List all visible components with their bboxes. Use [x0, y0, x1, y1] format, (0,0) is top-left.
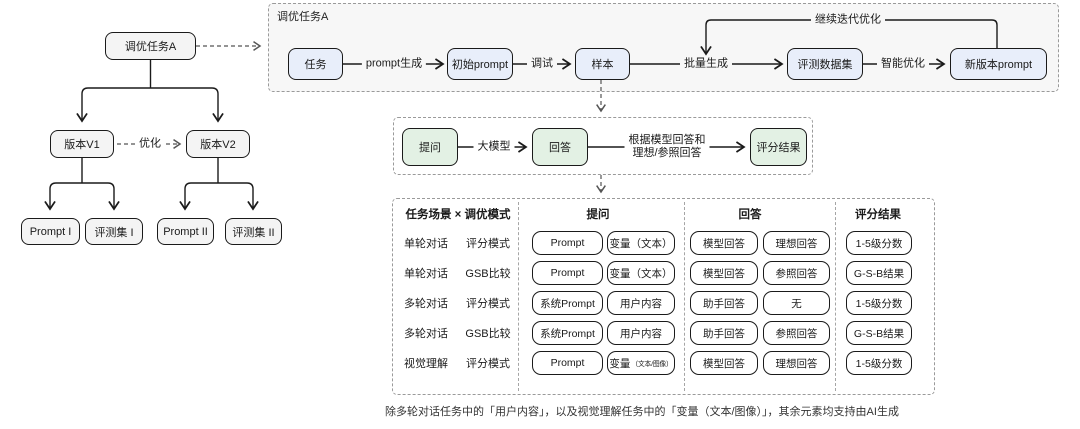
- cell-score-pill: 1-5级分数: [846, 291, 912, 315]
- cell-a1-pill: 模型回答: [690, 231, 758, 255]
- prompt-ii-leaf-node: Prompt II: [157, 218, 214, 245]
- version-v2-node: 版本V2: [186, 130, 250, 158]
- cell-q2-sub-text: （文本/图像）: [631, 361, 673, 368]
- row-mode-label: 评分模式: [466, 238, 510, 250]
- optimize-edge-label: 优化: [135, 137, 165, 151]
- row-scene-label: 多轮对话: [404, 328, 448, 340]
- top-flow-container: [268, 3, 1059, 92]
- edge-label-large-model: 大模型: [473, 140, 515, 154]
- cell-a2-pill: 参照回答: [763, 261, 830, 285]
- footnote-caption: 除多轮对话任务中的「用户内容」，以及视觉理解任务中的「变量（文本/图像）」，其余…: [385, 406, 899, 418]
- col-header-score: 评分结果: [853, 206, 903, 222]
- cell-q2-main-text: 变量: [609, 357, 631, 370]
- cell-score-pill: 1-5级分数: [846, 231, 912, 255]
- mid-node-answer: 回答: [532, 128, 588, 166]
- evalset-i-leaf-node: 评测集 I: [85, 218, 143, 245]
- row-mode-label: GSB比较: [465, 268, 511, 280]
- cell-q1-pill: 系统Prompt: [532, 291, 603, 315]
- edge-label-debug: 调试: [527, 57, 557, 71]
- flow-node-task: 任务: [288, 48, 343, 80]
- col-header-scene-mode: 任务场景 × 调优模式: [403, 206, 513, 222]
- cell-q1-pill: Prompt: [532, 351, 603, 375]
- table-divider-3: [835, 202, 836, 391]
- tree-connectors: [44, 60, 259, 211]
- cell-score-pill: G-S-B结果: [846, 321, 912, 345]
- loop-label-continue-iterating: 继续迭代优化: [811, 13, 885, 27]
- edge-label-prompt-generation: prompt生成: [361, 57, 427, 71]
- row-mode-label: 评分模式: [466, 298, 510, 310]
- row-mode-label: GSB比较: [465, 328, 511, 340]
- cell-a2-pill: 无: [763, 291, 830, 315]
- cell-a1-pill: 助手回答: [690, 321, 758, 345]
- cell-q1-pill: Prompt: [532, 261, 603, 285]
- version-v1-node: 版本V1: [50, 130, 114, 158]
- row-scene-label: 多轮对话: [404, 298, 448, 310]
- prompt-i-leaf-node: Prompt I: [21, 218, 80, 245]
- top-flow-title: 调优任务A: [277, 11, 329, 23]
- judge-criteria-line2: 理想/参照回答: [632, 147, 702, 159]
- flow-node-eval-dataset: 评测数据集: [787, 48, 863, 80]
- cell-a2-pill: 理想回答: [763, 231, 830, 255]
- cell-a1-pill: 模型回答: [690, 261, 758, 285]
- table-divider-2: [684, 202, 685, 391]
- evalset-ii-leaf-node: 评测集 II: [225, 218, 282, 245]
- flow-node-sample: 样本: [575, 48, 630, 80]
- row-scene-label: 单轮对话: [404, 268, 448, 280]
- row-scene-label: 单轮对话: [404, 238, 448, 250]
- cell-score-pill: G-S-B结果: [846, 261, 912, 285]
- mid-node-question: 提问: [402, 128, 458, 166]
- flow-node-new-prompt: 新版本prompt: [950, 48, 1047, 80]
- edge-label-judge-criteria: 根据模型回答和 理想/参照回答: [624, 134, 710, 160]
- cell-q2-pill: 用户内容: [607, 291, 675, 315]
- cell-a2-pill: 参照回答: [763, 321, 830, 345]
- cell-q2-pill: 用户内容: [607, 321, 675, 345]
- cell-a1-pill: 模型回答: [690, 351, 758, 375]
- table-divider-1: [518, 202, 519, 391]
- cell-q1-pill: Prompt: [532, 231, 603, 255]
- judge-criteria-line1: 根据模型回答和: [628, 134, 706, 146]
- edge-label-smart-optimize: 智能优化: [877, 57, 929, 71]
- cell-q1-pill: 系统Prompt: [532, 321, 603, 345]
- row-mode-label: 评分模式: [466, 358, 510, 370]
- cell-q2-pill: 变量（文本/图像）: [607, 351, 675, 375]
- cell-score-pill: 1-5级分数: [846, 351, 912, 375]
- flow-node-initial-prompt: 初始prompt: [447, 48, 513, 80]
- cell-a1-pill: 助手回答: [690, 291, 758, 315]
- cell-q2-pill: 变量（文本）: [607, 261, 675, 285]
- cell-q2-pill: 变量（文本）: [607, 231, 675, 255]
- row-scene-label: 视觉理解: [404, 358, 448, 370]
- mid-node-score-result: 评分结果: [750, 128, 807, 166]
- col-header-answer: 回答: [736, 206, 764, 222]
- edge-label-batch-generation: 批量生成: [680, 57, 732, 71]
- tree-root-node: 调优任务A: [105, 32, 196, 60]
- cell-a2-pill: 理想回答: [763, 351, 830, 375]
- col-header-question: 提问: [584, 206, 612, 222]
